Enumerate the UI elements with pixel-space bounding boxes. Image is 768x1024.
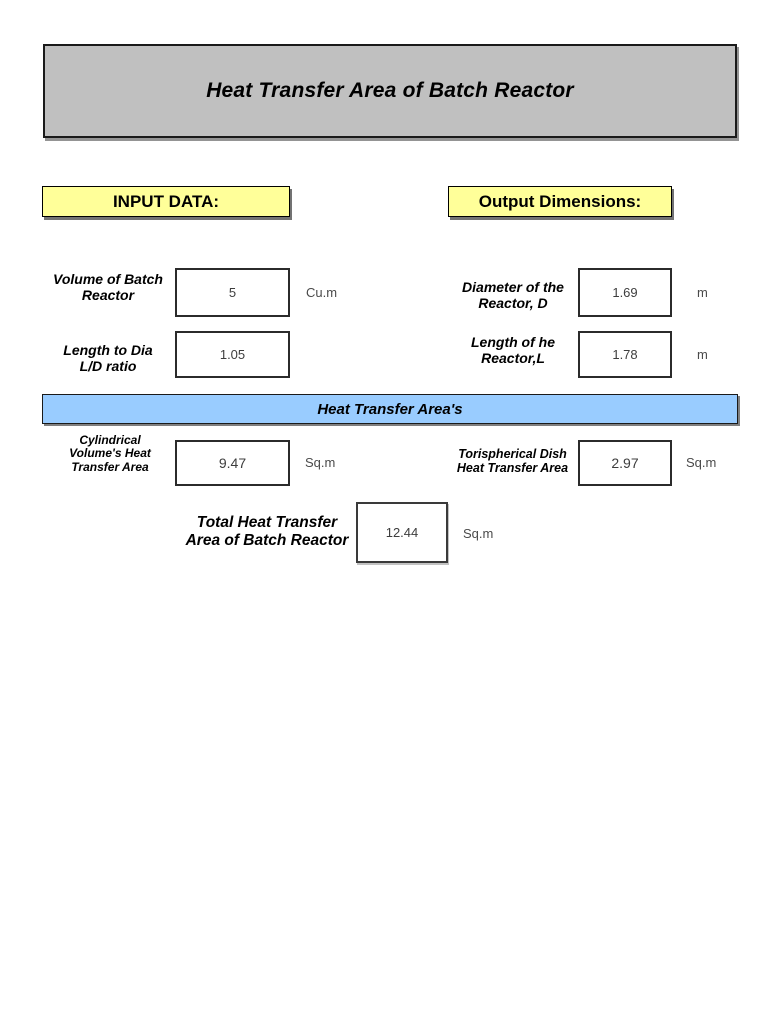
- torispherical-area-unit: Sq.m: [686, 455, 717, 470]
- volume-label: Volume of Batch Reactor: [53, 271, 163, 303]
- diameter-unit: m: [697, 285, 708, 300]
- page-title: Heat Transfer Area of Batch Reactor: [206, 79, 574, 102]
- cylindrical-area-output: 9.47: [175, 440, 290, 486]
- cylindrical-area-label: Cylindrical Volume's Heat Transfer Area: [69, 433, 151, 474]
- diameter-label: Diameter of the Reactor, D: [462, 279, 564, 311]
- total-area-output: 12.44: [356, 502, 448, 563]
- volume-input[interactable]: 5: [175, 268, 290, 317]
- length-unit: m: [697, 347, 708, 362]
- length-label: Length of he Reactor,L: [471, 334, 555, 366]
- heat-transfer-areas-banner: Heat Transfer Area's: [42, 394, 738, 424]
- cylindrical-area-unit: Sq.m: [305, 455, 336, 470]
- output-dimensions-header: Output Dimensions:: [448, 186, 672, 217]
- ld-ratio-input[interactable]: 1.05: [175, 331, 290, 378]
- title-banner: Heat Transfer Area of Batch Reactor: [43, 44, 737, 138]
- diameter-output: 1.69: [578, 268, 672, 317]
- length-output: 1.78: [578, 331, 672, 378]
- torispherical-area-output: 2.97: [578, 440, 672, 486]
- volume-unit: Cu.m: [306, 285, 338, 300]
- total-area-unit: Sq.m: [463, 526, 494, 541]
- total-area-label: Total Heat Transfer Area of Batch Reacto…: [185, 514, 349, 550]
- ld-ratio-label: Length to Dia L/D ratio: [63, 342, 153, 374]
- input-data-header: INPUT DATA:: [42, 186, 290, 217]
- torispherical-area-label: Torispherical Dish Heat Transfer Area: [456, 447, 569, 475]
